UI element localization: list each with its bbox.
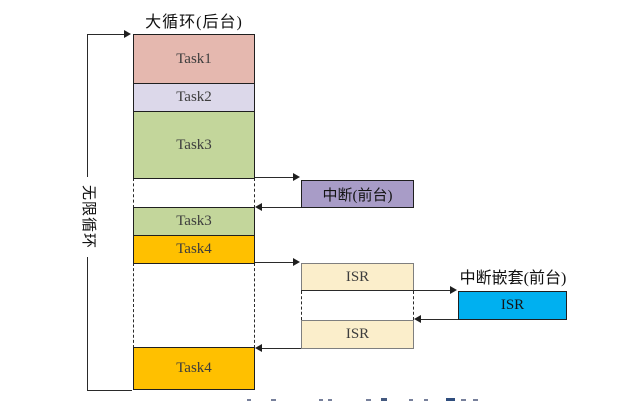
arrow-line-to-interrupt — [255, 177, 293, 178]
task-box-task4: Task4 — [133, 235, 255, 264]
task-box-task3-resumed: Task3 — [133, 207, 255, 236]
arrowhead-right-icon — [450, 286, 457, 294]
caption-mark — [409, 399, 413, 401]
isr-box-1: ISR — [301, 263, 414, 291]
stack-idle-gap — [133, 178, 255, 208]
loop-arrowhead-icon — [124, 30, 131, 38]
task-box-task2: Task2 — [133, 83, 255, 112]
interrupt-box: 中断(前台) — [301, 180, 414, 208]
isr-idle-gap — [301, 291, 414, 320]
infinite-loop-label: 无限循环 — [79, 177, 97, 257]
arrowhead-right-icon — [293, 173, 300, 181]
background-loop-title: 大循环(后台) — [145, 14, 243, 31]
arrow-line-to-isr — [255, 262, 293, 263]
caption-mark — [271, 399, 276, 401]
arrowhead-left-icon — [255, 344, 262, 352]
arrowhead-left-icon — [255, 203, 262, 211]
arrow-line-nested-return — [421, 319, 458, 320]
stack-idle-gap — [133, 263, 255, 348]
caption-mark — [328, 399, 332, 401]
caption-mark — [424, 399, 428, 401]
loop-line-top — [87, 34, 124, 35]
task-box-task4-resumed: Task4 — [133, 347, 255, 390]
nested-interrupt-title: 中断嵌套(前台) — [459, 270, 567, 287]
caption-mark — [247, 399, 251, 401]
arrowhead-left-icon — [414, 315, 421, 323]
arrow-line-to-nested-isr — [301, 290, 451, 291]
task-box-task1: Task1 — [133, 34, 255, 84]
arrowhead-right-icon — [293, 258, 300, 266]
caption-mark — [319, 399, 323, 401]
caption-mark — [381, 398, 387, 401]
caption-mark — [473, 399, 478, 401]
loop-line-bottom — [87, 390, 132, 391]
caption-mark — [461, 399, 466, 401]
task-box-task3: Task3 — [133, 111, 255, 179]
nested-isr-box: ISR — [458, 291, 567, 320]
arrow-line-isr-return — [262, 348, 301, 349]
isr-box-2: ISR — [301, 320, 414, 349]
arrow-line-interrupt-return — [262, 207, 301, 208]
caption-mark — [366, 399, 371, 401]
caption-mark — [446, 398, 455, 401]
